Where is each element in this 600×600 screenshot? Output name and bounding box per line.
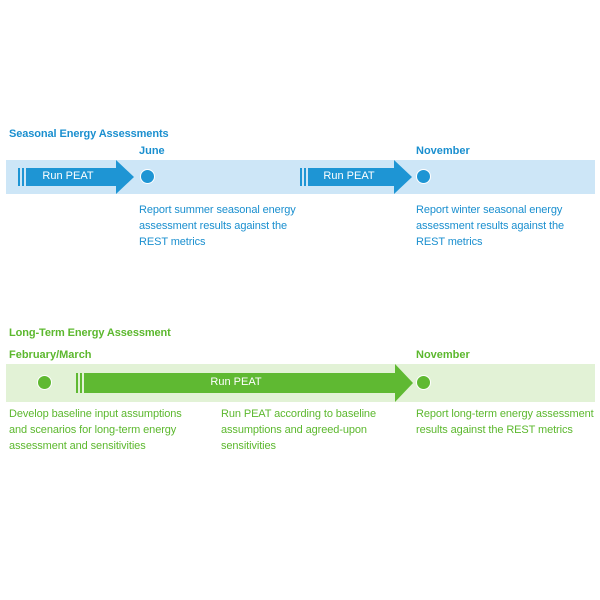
milestone-date-june: June — [139, 145, 165, 157]
run-peat-label-winter: Run PEAT — [323, 170, 375, 182]
milestone-dot-february-march — [37, 375, 52, 390]
milestone-dot-november-seasonal — [416, 169, 431, 184]
milestone-dot-november-longterm — [416, 375, 431, 390]
seasonal-section-title: Seasonal Energy Assessments — [9, 128, 169, 140]
milestone-description-june: Report summer seasonal energy assessment… — [139, 204, 296, 248]
longterm-section-title: Long-Term Energy Assessment — [9, 327, 171, 339]
milestone-description-november-seasonal: Report winter seasonal energy assessment… — [416, 204, 565, 248]
milestone-dot-june — [140, 169, 155, 184]
run-peat-label-longterm: Run PEAT — [210, 376, 262, 388]
description-report-longterm: Report long-term energy assessment resul… — [416, 408, 594, 436]
milestone-date-november-seasonal: November — [416, 145, 470, 157]
description-develop-baseline: Develop baseline input assumptions and s… — [9, 408, 182, 452]
description-run-peat: Run PEAT according to baseline assumptio… — [221, 408, 376, 452]
milestone-date-november-longterm: November — [416, 349, 470, 361]
milestone-date-february-march: February/March — [9, 349, 92, 361]
run-peat-arrow-winter — [300, 160, 412, 194]
run-peat-arrow-longterm — [76, 364, 413, 402]
run-peat-label-summer: Run PEAT — [42, 170, 94, 182]
run-peat-arrow-summer — [18, 160, 134, 194]
